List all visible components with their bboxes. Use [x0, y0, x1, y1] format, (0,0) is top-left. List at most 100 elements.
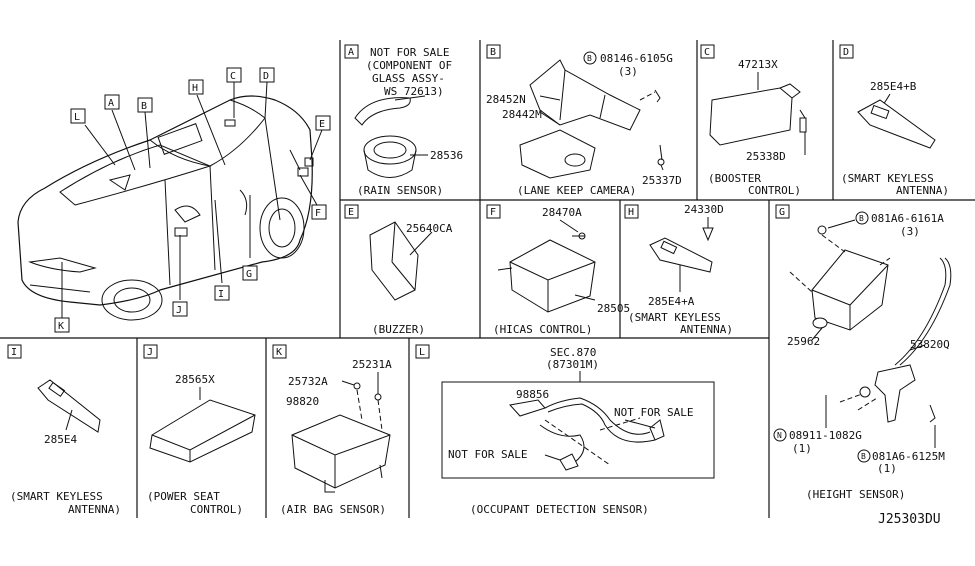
section-k-air-bag-sensor: K 25231A 25732A 98820 (AIR BAG SENSOR) — [272, 344, 392, 516]
svg-text:B: B — [859, 214, 864, 223]
section-caption: (HICAS CONTROL) — [493, 323, 592, 336]
part-number: 25231A — [352, 358, 392, 371]
callout-A[interactable]: A — [104, 94, 120, 110]
nut-number: 08911-1082G — [789, 429, 862, 442]
section-caption: (RAIN SENSOR) — [357, 184, 443, 197]
not-for-sale-note: NOT FOR SALE — [448, 448, 527, 461]
part-number: 28565X — [175, 373, 215, 386]
section-letter: J — [147, 347, 153, 358]
part-number: 53820Q — [910, 338, 950, 351]
callout-E[interactable]: E — [315, 115, 331, 131]
part-number: 25640CA — [406, 222, 453, 235]
section-caption: (LANE KEEP CAMERA) — [517, 184, 636, 197]
part-number: 28536 — [430, 149, 463, 162]
section-caption: ANTENNA) — [680, 323, 733, 336]
diagram-id: J25303DU — [878, 512, 941, 527]
part-number: 28505 — [597, 302, 630, 315]
part-number: 24330D — [684, 203, 724, 216]
section-letter: A — [348, 47, 354, 58]
callout-B[interactable]: B — [137, 97, 153, 113]
section-caption: (OCCUPANT DETECTION SENSOR) — [470, 503, 649, 516]
part-number: 285E4+A — [648, 295, 695, 308]
section-letter: G — [779, 207, 785, 218]
callout-G[interactable]: G — [242, 265, 258, 281]
svg-text:N: N — [777, 431, 782, 440]
section-b-lane-keep-camera: B B 08146-6105G (3) 28452N 28442M 25337D… — [486, 44, 682, 197]
svg-text:L: L — [74, 112, 80, 123]
section-letter: F — [490, 207, 496, 218]
part-number: 98856 — [516, 388, 549, 401]
svg-text:C: C — [230, 71, 236, 82]
note-line: NOT FOR SALE — [370, 46, 449, 59]
svg-text:B: B — [141, 101, 147, 112]
section-g-height-sensor: G B 081A6-6161A (3) 25962 53820Q N 08911… — [773, 204, 952, 501]
svg-text:I: I — [218, 289, 224, 300]
section-grid — [0, 40, 975, 518]
section-reference: SEC.870 — [550, 346, 596, 359]
section-caption: (SMART KEYLESS — [628, 311, 721, 324]
callout-D[interactable]: D — [259, 67, 275, 83]
section-letter: B — [490, 47, 496, 58]
callout-I[interactable]: I — [214, 285, 230, 301]
section-letter: D — [843, 47, 849, 58]
section-j-power-seat-control: J 28565X (POWER SEAT CONTROL) — [143, 344, 256, 516]
svg-text:F: F — [315, 208, 321, 219]
svg-text:E: E — [319, 119, 325, 130]
section-c-booster-control: C 47213X 25338D (BOOSTER CONTROL) — [700, 44, 807, 197]
section-f-hicas-control: F 28470A 28505 (HICAS CONTROL) — [486, 204, 630, 336]
section-a-rain-sensor: A NOT FOR SALE (COMPONENT OF GLASS ASSY-… — [344, 44, 463, 197]
bolt-number: 08146-6105G — [600, 52, 673, 65]
section-e-buzzer: E 25640CA (BUZZER) — [344, 204, 453, 336]
callout-H[interactable]: H — [188, 79, 204, 95]
svg-text:A: A — [108, 98, 114, 109]
part-number: 25337D — [642, 174, 682, 187]
section-caption: (BUZZER) — [372, 323, 425, 336]
section-letter: I — [11, 347, 17, 358]
part-number: 25732A — [288, 375, 328, 388]
callout-F[interactable]: F — [311, 204, 327, 220]
not-for-sale-note: NOT FOR SALE — [614, 406, 693, 419]
section-caption: (BOOSTER — [708, 172, 761, 185]
section-caption: (POWER SEAT — [147, 490, 220, 503]
bolt-qty: (3) — [618, 65, 638, 78]
section-l-occupant-detection-sensor: L SEC.870 (87301M) 98856 NOT FOR SALE NO… — [415, 344, 715, 516]
section-letter: E — [348, 207, 354, 218]
section-caption: (HEIGHT SENSOR) — [806, 488, 905, 501]
part-number: 28442M — [502, 108, 542, 121]
section-caption: CONTROL) — [190, 503, 243, 516]
bolt-number: 081A6-6125M — [872, 450, 945, 463]
note-line: (COMPONENT OF — [366, 59, 452, 72]
callout-L[interactable]: L — [70, 108, 86, 124]
callout-C[interactable]: C — [226, 67, 242, 83]
bolt-qty: (3) — [900, 225, 920, 238]
section-i-smart-keyless-antenna: I 285E4 (SMART KEYLESS ANTENNA) — [7, 344, 121, 516]
svg-text:D: D — [263, 71, 269, 82]
svg-text:B: B — [587, 54, 592, 63]
section-reference: (87301M) — [546, 358, 599, 371]
bolt-qty: (1) — [877, 462, 897, 475]
section-d-smart-keyless-antenna: D 285E4+B (SMART KEYLESS ANTENNA) — [839, 44, 949, 197]
section-caption: ANTENNA) — [68, 503, 121, 516]
part-number: 98820 — [286, 395, 319, 408]
svg-text:J: J — [176, 305, 182, 316]
part-number: 25338D — [746, 150, 786, 163]
callout-J[interactable]: J — [172, 301, 188, 317]
section-letter: L — [419, 347, 425, 358]
part-number: 47213X — [738, 58, 778, 71]
section-caption: (SMART KEYLESS — [841, 172, 934, 185]
section-letter: H — [628, 207, 634, 218]
section-letter: K — [276, 347, 282, 358]
part-number: 25962 — [787, 335, 820, 348]
svg-text:B: B — [861, 452, 866, 461]
svg-text:H: H — [192, 83, 198, 94]
note-line: GLASS ASSY- — [372, 72, 445, 85]
vehicle-overview: L A B H C D E F G I J K — [17, 67, 331, 333]
section-caption: ANTENNA) — [896, 184, 949, 197]
part-number: 28452N — [486, 93, 526, 106]
part-number: 28470A — [542, 206, 582, 219]
svg-text:K: K — [58, 321, 64, 332]
svg-text:G: G — [246, 269, 252, 280]
callout-K[interactable]: K — [54, 317, 70, 333]
